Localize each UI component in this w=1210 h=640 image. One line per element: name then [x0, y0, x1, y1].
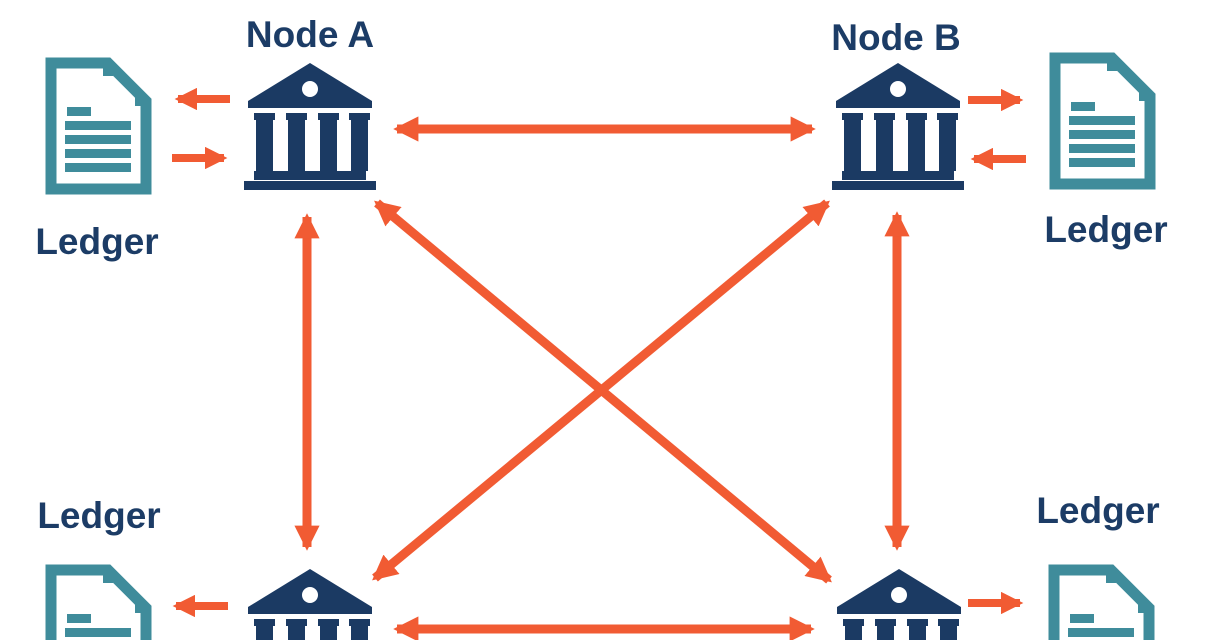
arrow-node-b-node-c: [372, 199, 830, 582]
node-a-bank-icon: [244, 62, 376, 190]
ledger-bottom-left-label: Ledger: [37, 495, 161, 536]
ledger-top-right-icon: [1049, 52, 1156, 190]
ledger-bottom-left-icon: [45, 564, 152, 640]
node-c-bank-icon: [244, 568, 376, 640]
node-b-bank-icon: [832, 62, 964, 190]
ledger-top-left-label: Ledger: [35, 221, 159, 262]
node-d-bank-icon: [833, 568, 965, 640]
ledger-top-right-label: Ledger: [1044, 209, 1168, 250]
ledger-bottom-right-label: Ledger: [1036, 490, 1160, 531]
node-b-label: Node B: [831, 17, 961, 58]
node-a-label: Node A: [245, 14, 375, 55]
ledger-bottom-right-icon: [1048, 564, 1155, 640]
ledger-top-left-icon: [45, 57, 152, 195]
